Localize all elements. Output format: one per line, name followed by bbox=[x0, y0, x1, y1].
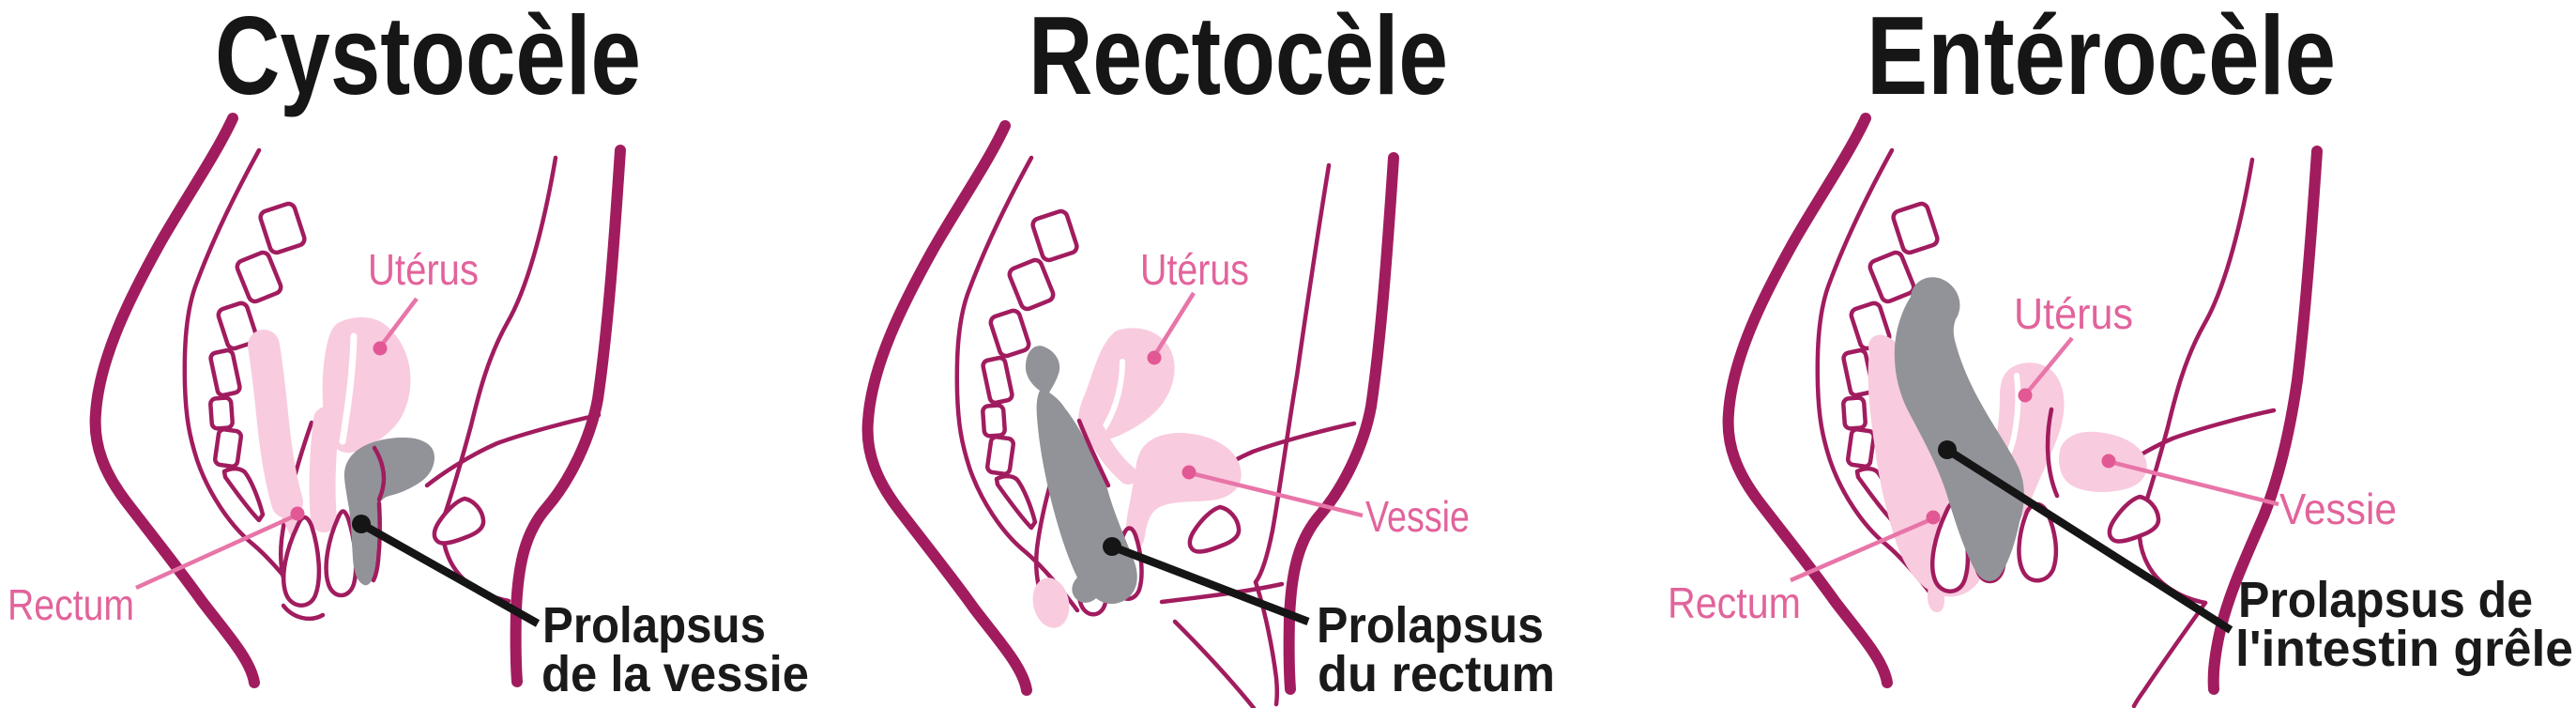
svg-text:Cystocèle: Cystocèle bbox=[215, 0, 641, 118]
svg-text:Utérus: Utérus bbox=[368, 245, 479, 294]
svg-text:Vessie: Vessie bbox=[2279, 485, 2397, 533]
svg-text:du rectum: du rectum bbox=[1318, 646, 1555, 702]
svg-text:Prolapsus de: Prolapsus de bbox=[2238, 572, 2533, 628]
svg-text:Rectocèle: Rectocèle bbox=[1029, 0, 1448, 118]
svg-text:Utérus: Utérus bbox=[2014, 289, 2133, 338]
svg-text:Vessie: Vessie bbox=[1365, 492, 1470, 541]
svg-text:Prolapsus: Prolapsus bbox=[542, 597, 766, 654]
svg-text:Rectum: Rectum bbox=[1668, 578, 1801, 627]
svg-text:Entérocèle: Entérocèle bbox=[1867, 0, 2336, 118]
svg-text:Utérus: Utérus bbox=[1140, 245, 1249, 294]
svg-text:Rectum: Rectum bbox=[8, 580, 134, 629]
svg-text:Prolapsus: Prolapsus bbox=[1317, 597, 1544, 654]
svg-text:l'intestin grêle: l'intestin grêle bbox=[2235, 621, 2573, 677]
svg-text:de la vessie: de la vessie bbox=[541, 646, 809, 702]
